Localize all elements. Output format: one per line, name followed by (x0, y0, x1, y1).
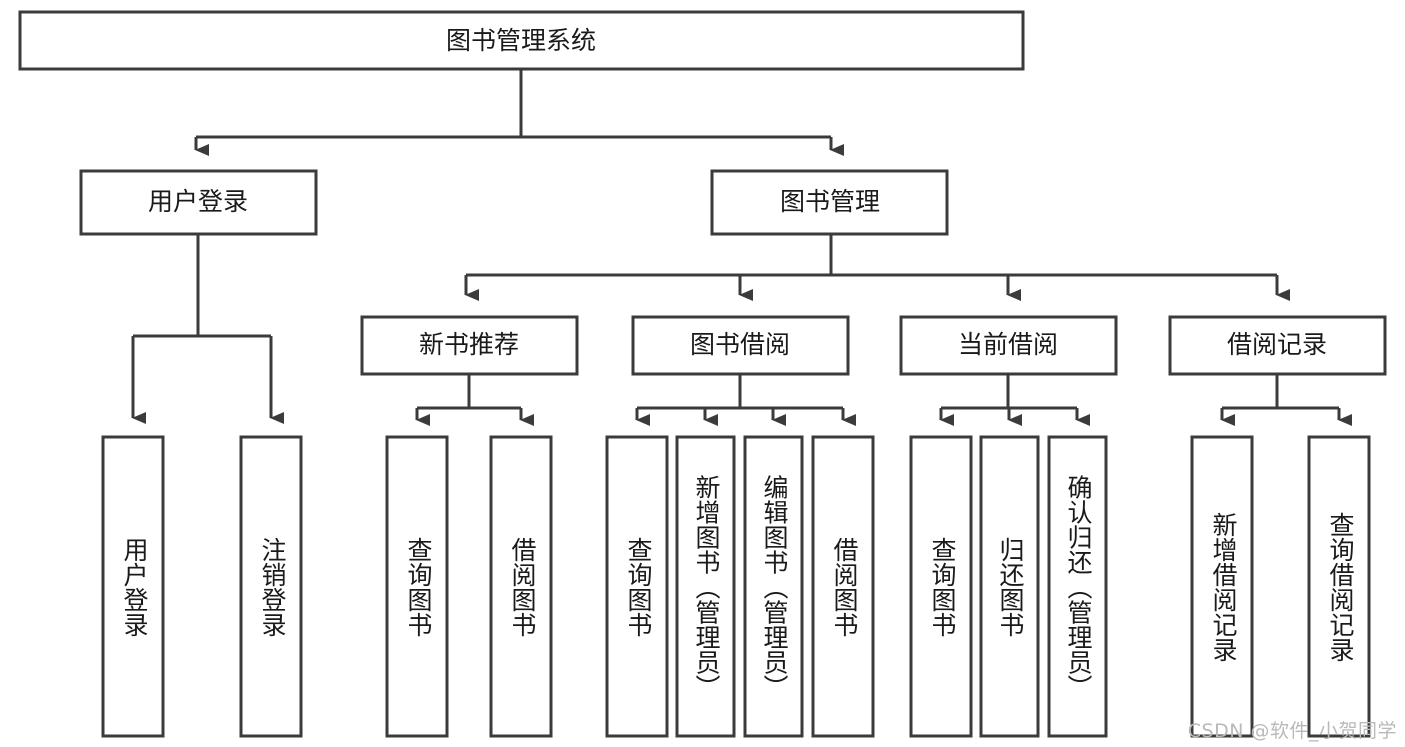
node-current-borrow-label: 当前借阅 (958, 330, 1058, 359)
leaf-query-book-3-label: 查询图书 (928, 537, 957, 637)
leaf-return-book-label: 归还图书 (996, 537, 1025, 637)
connectors-book-manage-to-level3 (464, 234, 1290, 301)
node-book-manage-box[interactable] (710, 169, 949, 236)
leaf-borrow-book-1-box[interactable] (489, 435, 553, 738)
node-borrow-record-label: 借阅记录 (1227, 330, 1327, 359)
leaf-user-login-box[interactable] (101, 435, 165, 738)
leaf-query-book-2-label: 查询图书 (624, 537, 653, 637)
connectors-level1-to-level2 (194, 69, 844, 156)
connectors-book-borrow-to-leaves (635, 374, 856, 426)
node-borrow-record[interactable]: 借阅记录 (1168, 315, 1387, 376)
leaf-borrow-book-2[interactable]: 借阅图书 (811, 435, 875, 738)
node-current-borrow[interactable]: 当前借阅 (899, 315, 1118, 376)
leaf-query-book-1-label: 查询图书 (404, 537, 433, 637)
leaf-edit-book-label: 编辑图书（管理员） (760, 475, 789, 700)
leaf-query-book-3[interactable]: 查询图书 (909, 435, 973, 738)
node-root-label: 图书管理系统 (446, 26, 596, 55)
connectors-current-borrow-to-leaves (939, 374, 1090, 426)
leaf-add-book[interactable]: 新增图书（管理员） (675, 435, 736, 738)
node-book-manage[interactable]: 图书管理 (710, 169, 949, 236)
node-current-borrow-box[interactable] (899, 315, 1118, 376)
leaf-user-logout-label: 注销登录 (258, 537, 287, 637)
leaf-add-record-label: 新增借阅记录 (1209, 512, 1238, 662)
node-book-borrow-box[interactable] (631, 315, 850, 376)
leaf-query-book-1-box[interactable] (385, 435, 449, 738)
leaf-edit-book[interactable]: 编辑图书（管理员） (743, 435, 804, 738)
leaf-query-book-2[interactable]: 查询图书 (605, 435, 669, 738)
leaf-borrow-book-1-label: 借阅图书 (508, 537, 537, 637)
csdn-watermark: CSDN @软件_小贺同学 (1187, 720, 1397, 742)
leaf-add-book-label: 新增图书（管理员） (692, 475, 721, 700)
connectors-user-login-to-leaves (131, 234, 284, 424)
node-book-manage-label: 图书管理 (780, 187, 880, 216)
connectors-borrow-record-to-leaves (1220, 374, 1352, 426)
leaf-query-book-1[interactable]: 查询图书 (385, 435, 449, 738)
leaf-query-record-label: 查询借阅记录 (1326, 512, 1355, 662)
leaf-user-login[interactable]: 用户登录 (101, 435, 165, 738)
leaf-add-book-box[interactable] (675, 435, 736, 738)
node-user-login-label: 用户登录 (148, 187, 248, 216)
node-book-borrow-label: 图书借阅 (690, 330, 790, 359)
leaf-query-book-3-box[interactable] (909, 435, 973, 738)
node-book-borrow[interactable]: 图书借阅 (631, 315, 850, 376)
node-root[interactable]: 图书管理系统 (18, 10, 1025, 71)
connectors-new-book-recommend-to-leaves (415, 374, 534, 426)
node-new-book-recommend-label: 新书推荐 (419, 330, 519, 359)
leaf-query-book-2-box[interactable] (605, 435, 669, 738)
node-new-book-recommend-box[interactable] (360, 315, 579, 376)
leaf-query-record[interactable]: 查询借阅记录 (1307, 435, 1371, 738)
leaf-user-login-label: 用户登录 (120, 537, 149, 637)
leaf-user-logout-box[interactable] (239, 435, 303, 738)
leaf-borrow-book-2-box[interactable] (811, 435, 875, 738)
leaf-return-book-box[interactable] (979, 435, 1040, 738)
leaf-user-logout[interactable]: 注销登录 (239, 435, 303, 738)
node-user-login[interactable]: 用户登录 (79, 169, 318, 236)
leaf-query-record-box[interactable] (1307, 435, 1371, 738)
leaf-edit-book-box[interactable] (743, 435, 804, 738)
node-user-login-box[interactable] (79, 169, 318, 236)
leaf-add-record-box[interactable] (1190, 435, 1254, 738)
leaf-confirm-return-label: 确认归还（管理员） (1064, 475, 1093, 700)
leaf-confirm-return-box[interactable] (1047, 435, 1108, 738)
leaf-borrow-book-1[interactable]: 借阅图书 (489, 435, 553, 738)
leaf-confirm-return[interactable]: 确认归还（管理员） (1047, 435, 1108, 738)
leaf-return-book[interactable]: 归还图书 (979, 435, 1040, 738)
leaf-add-record[interactable]: 新增借阅记录 (1190, 435, 1254, 738)
node-root-box[interactable] (18, 10, 1025, 71)
leaf-borrow-book-2-label: 借阅图书 (830, 537, 859, 637)
node-new-book-recommend[interactable]: 新书推荐 (360, 315, 579, 376)
node-borrow-record-box[interactable] (1168, 315, 1387, 376)
